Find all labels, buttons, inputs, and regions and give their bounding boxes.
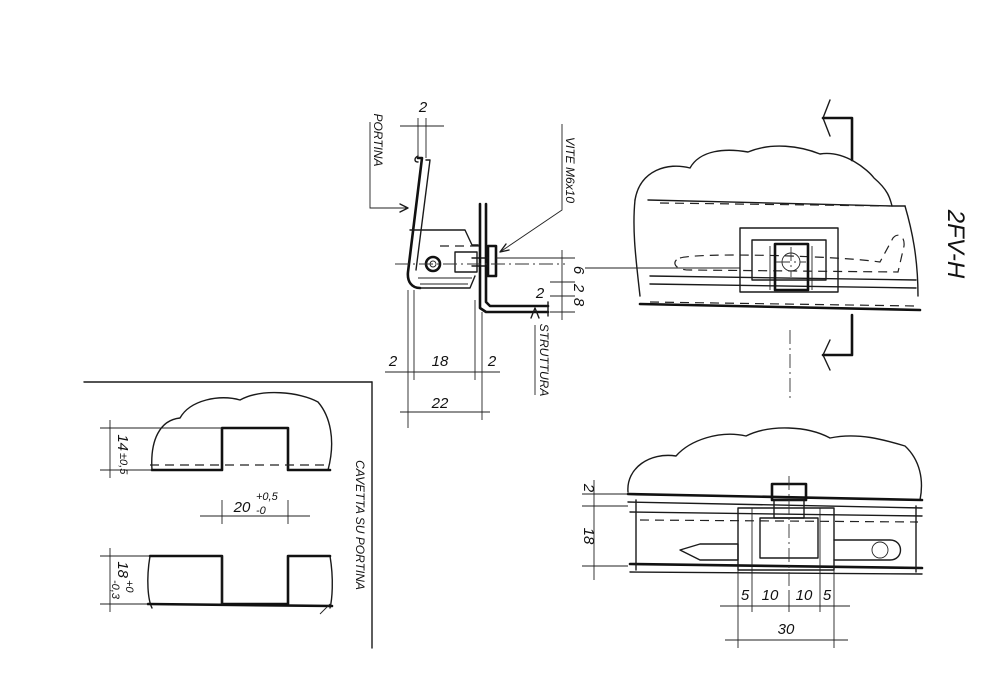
dim-22: 22 bbox=[431, 395, 449, 412]
plan-dim-5a: 5 bbox=[741, 587, 750, 604]
struttura-label: STRUTTURA bbox=[537, 324, 551, 397]
plan-view: 2 18 5 10 10 5 30 bbox=[580, 427, 924, 648]
cavetta-thick-value: 18 bbox=[114, 561, 131, 578]
dim-8: 8 bbox=[570, 298, 587, 307]
portina-label: PORTINA bbox=[371, 113, 385, 166]
cavetta-depth-tol: ±0,5 bbox=[117, 453, 129, 475]
cavetta-label: CAVETTA SU PORTINA bbox=[353, 460, 367, 590]
section-cut-marks bbox=[789, 99, 854, 400]
dim-18: 18 bbox=[432, 353, 449, 370]
section-view: PORTINA VITE M6x10 STRUTTURA 2 2 18 2 22 bbox=[369, 99, 587, 428]
plan-dim-18: 18 bbox=[580, 528, 597, 545]
plan-dim-10a: 10 bbox=[762, 587, 779, 604]
cavetta-depth-value: 14 bbox=[114, 434, 131, 451]
cavetta-width-value: 20 bbox=[233, 499, 251, 516]
cavetta-thick-tol-upper: +0 bbox=[123, 580, 135, 593]
cavetta-thick-tol-lower: -0,3 bbox=[109, 580, 121, 600]
drawing-code: 2FV-H bbox=[942, 209, 969, 279]
plan-dim-2: 2 bbox=[580, 483, 597, 493]
vite-label: VITE M6x10 bbox=[563, 137, 577, 203]
dim-2-left: 2 bbox=[388, 353, 398, 370]
dim-2-right: 2 bbox=[487, 353, 497, 370]
dim-6: 6 bbox=[570, 266, 587, 275]
dim-top-2: 2 bbox=[418, 99, 428, 116]
cavetta-detail: CAVETTA SU PORTINA 14 ±0,5 20 +0,5 -0 bbox=[83, 381, 373, 649]
plan-dim-10b: 10 bbox=[796, 587, 813, 604]
plan-dim-30: 30 bbox=[778, 621, 795, 638]
dim-2-mid: 2 bbox=[570, 283, 587, 293]
dim-2-low: 2 bbox=[535, 285, 545, 302]
cavetta-width-tol-lower: -0 bbox=[256, 505, 267, 517]
elevation-view bbox=[585, 145, 922, 312]
plan-dim-5b: 5 bbox=[823, 587, 832, 604]
cavetta-width-tol-upper: +0,5 bbox=[256, 491, 279, 503]
